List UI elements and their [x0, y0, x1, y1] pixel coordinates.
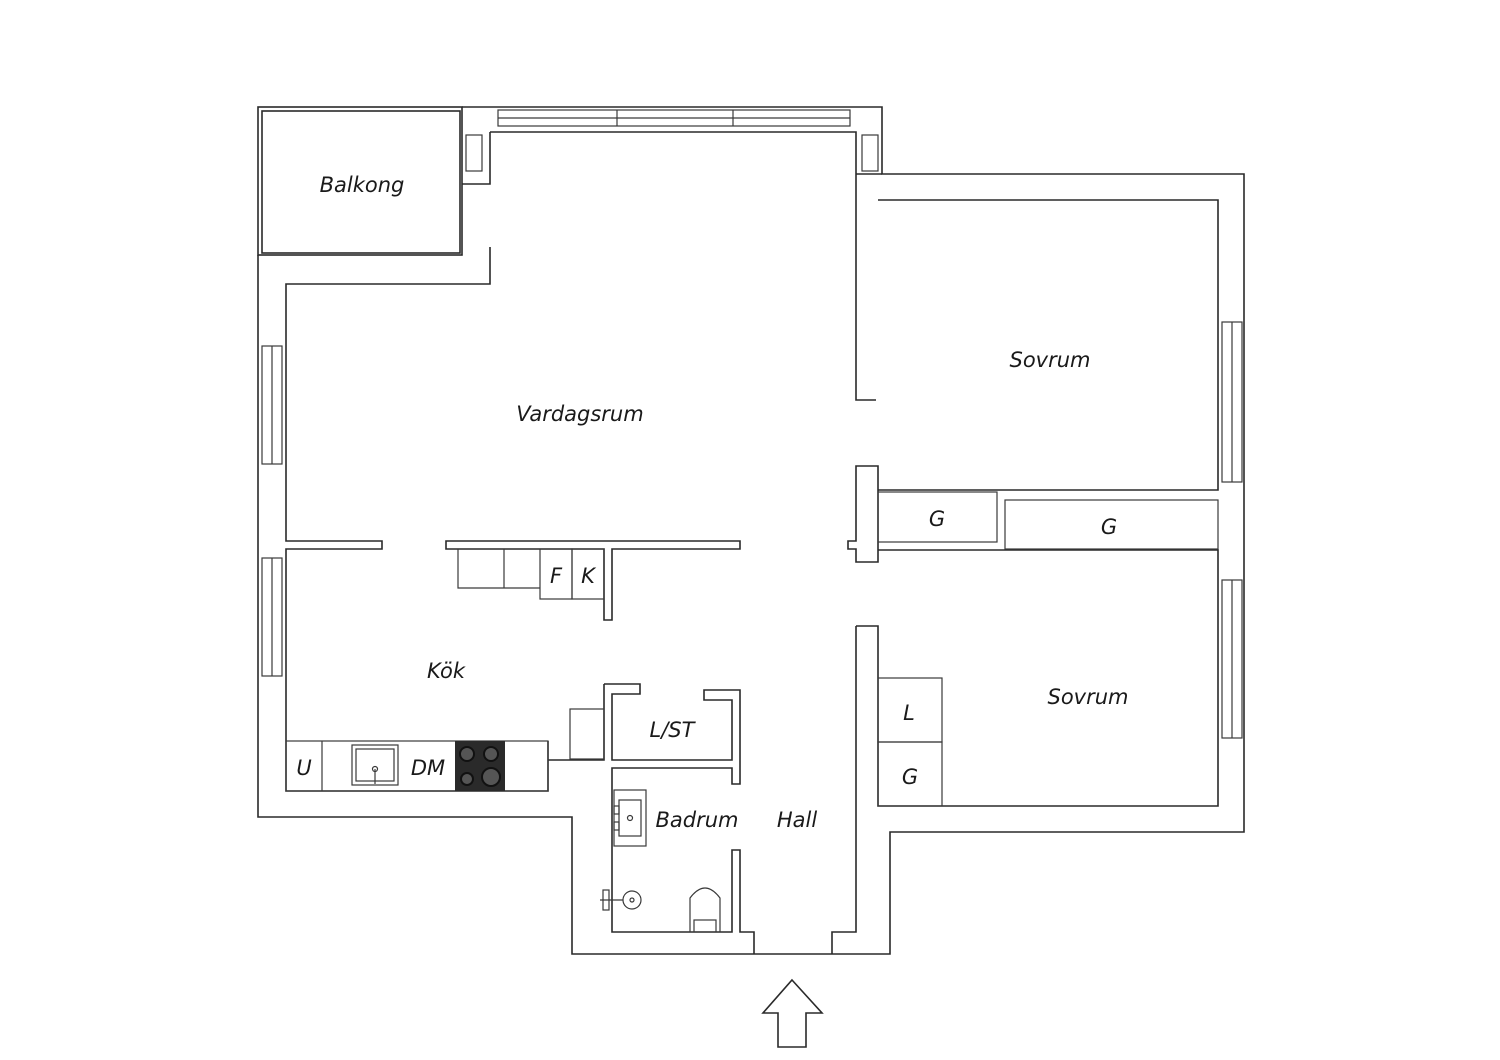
wardrobe-1-box	[877, 491, 998, 543]
room-label-kok: Kök	[427, 659, 466, 683]
freezer-box	[571, 548, 605, 600]
kitchen-sink-icon	[351, 744, 399, 786]
outer-walls	[257, 106, 1245, 955]
room-label-badrum: Badrum	[655, 808, 738, 832]
fixtures	[285, 491, 1219, 933]
bathroom-sink-icon	[613, 789, 647, 847]
fixture-label-dishwasher: DM	[411, 756, 445, 780]
fixture-label-wardrobe-1: G	[929, 507, 945, 531]
shower-icon	[600, 889, 642, 911]
fixture-label-fridge: F	[550, 564, 563, 588]
room-label-lst: L/ST	[650, 718, 697, 742]
fixture-label-freezer: K	[581, 564, 597, 588]
wardrobe-2-box	[1004, 499, 1219, 550]
room-label-hall: Hall	[777, 808, 817, 832]
fixture-label-linen: L	[903, 701, 915, 725]
room-label-balkong: Balkong	[320, 173, 405, 197]
toilet-icon	[689, 887, 721, 933]
fixture-label-wardrobe-2: G	[1101, 515, 1117, 539]
entrance-arrow-icon	[761, 978, 824, 1048]
interior-walls	[445, 465, 1219, 954]
stove-icon	[455, 741, 505, 791]
kitchen-counter	[285, 740, 549, 792]
fixture-label-wardrobe-3: G	[902, 765, 918, 789]
wardrobe-3-box	[877, 741, 943, 807]
room-labels: Balkong Vardagsrum Sovrum Sovrum Kök Bad…	[320, 173, 1129, 832]
fixture-label-oven: U	[296, 756, 311, 780]
room-label-sovrum-1: Sovrum	[1009, 348, 1090, 372]
fixture-labels: F K G G G L U DM	[296, 507, 1117, 789]
room-label-vardagsrum: Vardagsrum	[516, 402, 643, 426]
room-label-sovrum-2: Sovrum	[1047, 685, 1128, 709]
